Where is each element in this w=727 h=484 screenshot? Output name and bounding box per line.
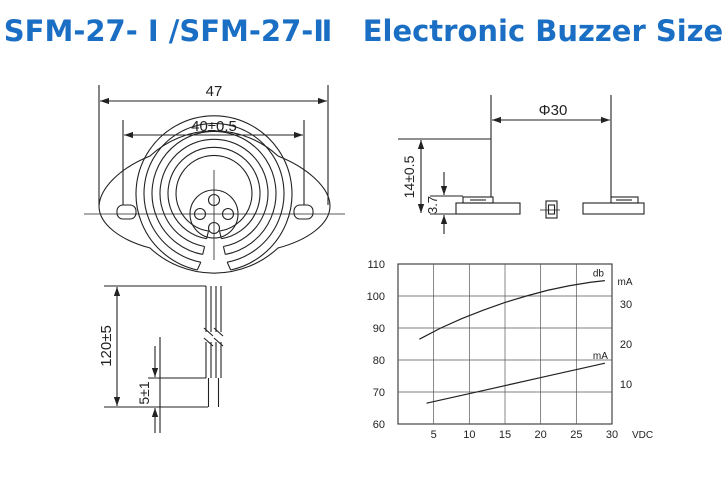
series-label-ma: mA <box>593 351 608 362</box>
series-line-ma <box>426 362 605 404</box>
x-axis-label: VDC <box>632 430 653 441</box>
dim-label-47: 47 <box>206 83 223 100</box>
page-title: SFM-27- Ⅰ /SFM-27-Ⅱ Electronic Buzzer Si… <box>3 14 724 48</box>
y-left-tick-label: 80 <box>373 355 385 367</box>
x-tick-label: 25 <box>570 429 582 441</box>
y-right-tick-label: 10 <box>620 379 632 391</box>
x-tick-label: 20 <box>535 429 547 441</box>
dim-label-3-7: 3.7 <box>425 196 440 214</box>
y-right-tick-label: 30 <box>620 299 632 311</box>
series-label-db: db <box>593 269 605 280</box>
y-right-tick-label: 20 <box>620 339 632 351</box>
dim-label-120: 120±5 <box>98 325 115 367</box>
y-left-tick-label: 70 <box>373 387 385 399</box>
dim-label-phi30: Φ30 <box>539 102 568 119</box>
mount-hole-right <box>293 204 314 220</box>
y-right-axis-label: mA <box>618 277 633 288</box>
y-left-tick-label: 100 <box>367 291 385 303</box>
y-left-tick-label: 90 <box>373 323 385 335</box>
dim-label-14: 14±0.5 <box>401 155 417 198</box>
y-left-tick-label: 110 <box>367 259 385 271</box>
mount-hole-left <box>116 204 137 220</box>
x-tick-label: 30 <box>606 429 618 441</box>
x-tick-label: 5 <box>431 429 437 441</box>
x-tick-label: 10 <box>463 429 475 441</box>
x-tick-label: 15 <box>499 429 511 441</box>
flange-outline <box>98 130 331 274</box>
side-view <box>398 95 645 234</box>
dim-label-40: 40±0.5 <box>191 118 237 135</box>
dim-label-5: 5±1 <box>136 381 152 404</box>
series-line-db <box>419 280 605 340</box>
y-left-tick-label: 60 <box>373 419 385 431</box>
front-view <box>84 85 345 274</box>
lead-wires <box>104 285 224 433</box>
